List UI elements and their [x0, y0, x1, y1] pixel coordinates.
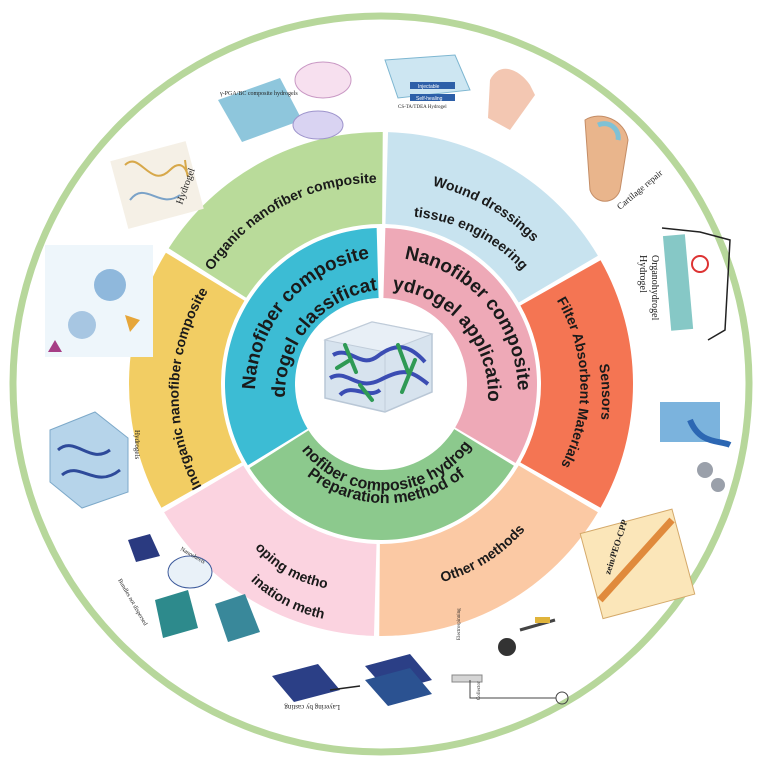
- hydrogel-b-label: Hydrogel: [637, 255, 648, 293]
- sensors-sector: [520, 260, 633, 508]
- cs-ta-label: CS-TA/TDEA Hydrogel: [398, 105, 447, 110]
- collector-label: Collector: [477, 681, 482, 700]
- layering-label: Layering by casting: [284, 703, 340, 711]
- inorganic-hydrogel-cube-image: Hydrogels: [49, 411, 141, 509]
- sensor-circuit-image: Hydrogel Organohydrogel: [637, 227, 731, 341]
- doping-sector: [164, 465, 377, 636]
- center-hydrogel-cube-image: [303, 300, 459, 456]
- other-sector: [379, 465, 598, 636]
- classification-sector: [225, 228, 379, 466]
- pga-bc-label: γ-PGA/BC composite hydrogels: [219, 91, 298, 97]
- injectable-label: Injectable: [418, 84, 440, 90]
- preparation-sector: [249, 429, 514, 540]
- pga-bc-image: γ-PGA/BC composite hydrogels: [218, 61, 352, 142]
- inorganic-synthesis-image: [45, 245, 153, 357]
- inner-ring: [225, 228, 537, 540]
- outer-circle: [9, 12, 753, 756]
- sensors-label: Sensors: [596, 363, 615, 421]
- bundles-label: Bundles not dispersed: [116, 578, 148, 627]
- outer-ring: [128, 132, 633, 636]
- hydrogel-network-image: Hydrogel: [110, 141, 204, 229]
- hydrogels-c-label: Hydrogels: [133, 430, 141, 459]
- inorganic-sector: [128, 252, 245, 508]
- layering-image: Layering by casting: [272, 654, 432, 711]
- cs-ta-hydrogel-image: Injectable Self-healing CS-TA/TDEA Hydro…: [384, 54, 535, 130]
- organic-sector: [168, 132, 383, 298]
- zein-peo-image: zein/PEO-CPP: [579, 508, 696, 620]
- self-healing-label: Self-healing: [416, 96, 443, 102]
- electrospinning-image: Electrospinning Collector: [451, 608, 569, 705]
- electrospinning-label: Electrospinning: [457, 608, 462, 640]
- application-sector: [383, 228, 537, 463]
- filter-molecule-image: [660, 402, 732, 492]
- wound-sector: [385, 132, 598, 303]
- organohydrogel-label: Organohydrogel: [649, 255, 660, 321]
